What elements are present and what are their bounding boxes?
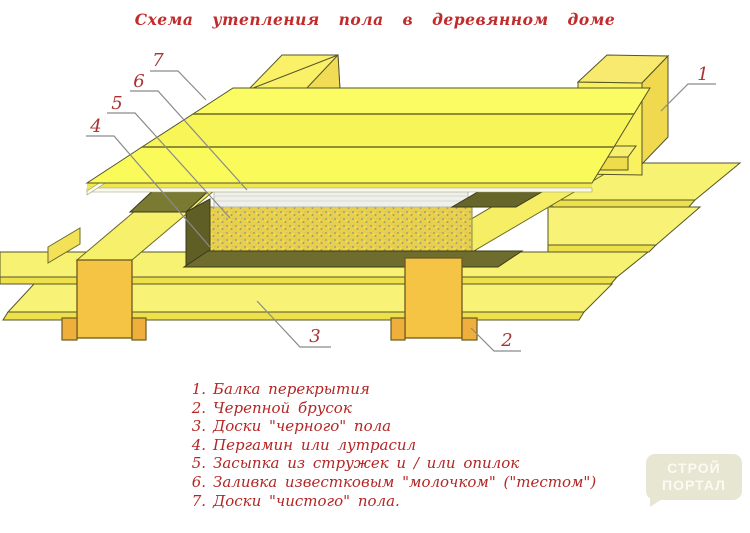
callout-leaders: 7 6 5 4 1 2 3	[86, 50, 716, 352]
legend-item: 2. Черепной брусок	[188, 400, 596, 416]
cherepnoy-block	[61, 317, 78, 341]
cherepnoy-step-left	[47, 227, 81, 264]
legend-item-number: 6.	[191, 472, 206, 491]
joist-left-far-end	[246, 53, 341, 91]
callout-label-5: 5	[111, 93, 122, 114]
callout-label-4: 4	[89, 116, 101, 137]
finish-floor-boards	[85, 87, 651, 196]
legend-item-label: Черепной брусок	[213, 398, 352, 417]
cherepnoy-block	[390, 317, 406, 341]
finish-floor-edge-strip	[86, 187, 593, 193]
joist-left-front	[76, 259, 133, 339]
finish-floor-board	[85, 146, 615, 184]
legend-item-number: 7.	[191, 491, 206, 510]
legend-item: 1. Балка перекрытия	[188, 381, 596, 397]
legend-item: 5. Засыпка из стружек и / или опилок	[188, 455, 596, 471]
joist-right-front	[404, 257, 463, 339]
finish-floor-board	[140, 113, 635, 148]
leader-5	[107, 112, 231, 219]
leader-4	[86, 135, 211, 248]
legend-item-label: Доски "чистого" пола.	[213, 491, 400, 510]
legend-item: 7. Доски "чистого" пола.	[188, 493, 596, 509]
cherepnoy-block	[131, 317, 147, 341]
subfloor-board-top	[547, 206, 702, 246]
legend-item-number: 1.	[191, 380, 206, 398]
leader-2	[470, 327, 521, 352]
legend-item-number: 4.	[191, 435, 206, 454]
joist-cross-sections	[76, 257, 463, 339]
leader-7	[150, 70, 207, 101]
watermark-badge: СТРОЙ ПОРТАЛ	[646, 454, 742, 507]
finish-floor-board	[191, 87, 651, 115]
callout-label-7: 7	[152, 50, 164, 71]
legend-item-label: Доски "черного" пола	[213, 417, 392, 436]
fill-front-face	[205, 206, 473, 253]
cherepnoy-block	[461, 317, 478, 341]
callout-label-6: 6	[133, 71, 144, 92]
finish-floor-edge-strip	[87, 183, 592, 188]
legend: 1. Балка перекрытия 2. Черепной брусок 3…	[188, 381, 597, 509]
leader-1	[660, 83, 716, 112]
legend-item-label: Заливка известковым "молочком" ("тестом"…	[213, 472, 597, 491]
leader-3	[256, 300, 331, 348]
subfloor-board-edge	[547, 244, 658, 253]
pergamin-bottom-strip	[182, 250, 524, 268]
legend-item-label: Засыпка из стружек и / или опилок	[213, 454, 520, 473]
cherepnoy-blocks	[61, 317, 478, 341]
watermark-line1: СТРОЙ	[667, 459, 721, 476]
legend-item: 3. Доски "черного" пола	[188, 418, 596, 434]
callout-label-1: 1	[697, 64, 708, 85]
legend-item-number: 5.	[191, 454, 206, 473]
legend-item: 4. Пергамин или лутрасил	[188, 437, 596, 453]
beam-right-face	[641, 54, 669, 166]
legend-item-label: Балка перекрытия	[213, 380, 370, 398]
callout-label-3: 3	[309, 326, 320, 347]
diagram-title: Схема утепления пола в деревянном доме	[134, 10, 616, 29]
legend-item-number: 3.	[191, 417, 206, 436]
watermark-line2: ПОРТАЛ	[662, 477, 726, 493]
legend-item-number: 2.	[191, 398, 206, 417]
legend-item-label: Пергамин или лутрасил	[213, 435, 417, 454]
leader-6	[130, 90, 248, 191]
legend-item: 6. Заливка известковым "молочком" ("тест…	[188, 472, 597, 491]
insulation-fill	[205, 206, 473, 253]
callout-label-2: 2	[500, 330, 512, 351]
